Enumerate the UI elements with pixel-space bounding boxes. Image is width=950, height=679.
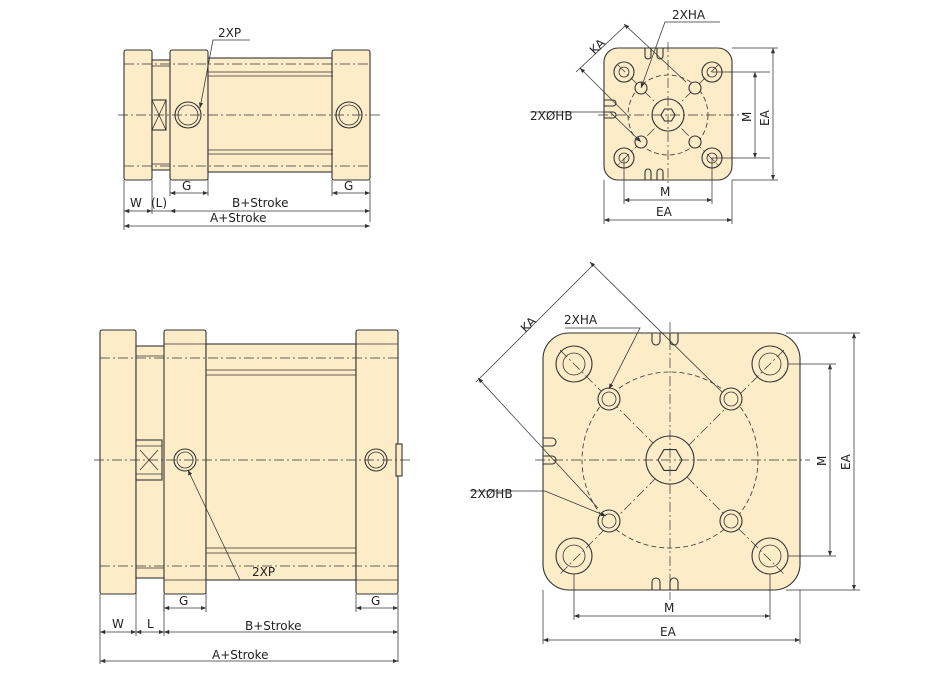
label-M-vertical-large: M — [815, 456, 829, 466]
label-A-stroke-large: A+Stroke — [212, 648, 269, 662]
label-W-small: W — [130, 196, 142, 210]
label-G-left-large: G — [179, 594, 188, 608]
label-M-horizontal-large: M — [664, 601, 674, 615]
label-M-horizontal-small: M — [660, 185, 670, 199]
label-tap-large: 2XHA — [564, 313, 598, 327]
label-port-large: 2XP — [252, 565, 275, 579]
label-G-left-small: G — [182, 179, 191, 193]
label-port-small: 2XP — [218, 26, 241, 40]
small-side-view: 2XP G G W (L) B+Stroke A+Stroke — [118, 26, 380, 230]
label-L-large: L — [147, 617, 154, 631]
label-EA-horizontal-small: EA — [656, 205, 673, 219]
label-G-right-small: G — [344, 179, 353, 193]
label-thru-small: 2XØHB — [530, 109, 573, 123]
large-end-view: 2XHA 2XØHB KA M EA M EA — [470, 261, 860, 644]
label-B-stroke-small: B+Stroke — [232, 196, 289, 210]
label-G-right-large: G — [371, 594, 380, 608]
label-thru-large: 2XØHB — [470, 487, 513, 501]
label-tap-small: 2XHA — [672, 8, 706, 22]
label-EA-vertical-large: EA — [839, 453, 853, 470]
label-EA-horizontal-large: EA — [660, 625, 677, 639]
label-KA-small: KA — [587, 36, 609, 58]
label-L-small: (L) — [151, 196, 167, 210]
label-KA-large: KA — [518, 314, 540, 336]
label-M-vertical-small: M — [740, 112, 754, 122]
small-end-view: 2XHA 2XØHB KA M EA M EA — [530, 8, 778, 224]
label-A-stroke-small: A+Stroke — [210, 211, 267, 225]
large-side-view: 2XP G G W L B+Stroke A+Stroke — [94, 329, 410, 664]
label-W-large: W — [112, 617, 124, 631]
label-B-stroke-large: B+Stroke — [245, 619, 302, 633]
label-EA-vertical-small: EA — [758, 109, 772, 126]
